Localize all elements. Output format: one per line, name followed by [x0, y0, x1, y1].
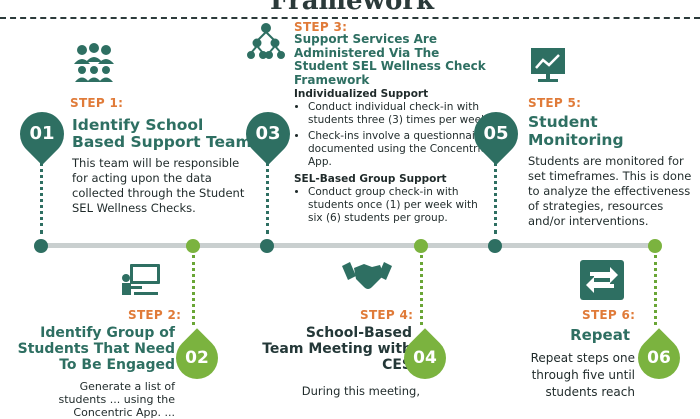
step6-connector — [654, 255, 657, 325]
step1-title: Identify School Based Support Team — [72, 116, 252, 151]
step3-subheading-individual: Individualized Support — [294, 88, 429, 100]
step4-label: STEP 4: — [360, 308, 414, 322]
step5-title: Student Monitoring — [528, 113, 624, 149]
step3-node — [260, 239, 274, 253]
step4-node — [414, 239, 428, 253]
step1-node — [34, 239, 48, 253]
step4-title: School-Based Team Meeting with CES — [262, 325, 412, 373]
step5-label: STEP 5: — [528, 96, 582, 110]
step3-subheading-group: SEL-Based Group Support — [294, 173, 447, 185]
handshake-icon — [342, 258, 392, 298]
header-divider — [0, 17, 700, 19]
step6-body: Repeat steps one through five until stud… — [530, 351, 635, 399]
presentation-icon — [120, 262, 162, 304]
step4-connector — [420, 255, 423, 325]
step3-label: STEP 3: — [294, 20, 348, 34]
step5-body: Students are monitored for set timeframe… — [528, 154, 692, 228]
step6-drop: 06 — [629, 328, 689, 388]
step5-number: 05 — [483, 123, 509, 144]
hierarchy-icon — [246, 22, 286, 64]
step3-number: 03 — [255, 123, 281, 144]
step4-body: During this meeting, — [301, 384, 420, 398]
step2-connector — [192, 255, 195, 325]
step6-label: STEP 6: — [582, 308, 636, 322]
team-icon — [70, 42, 118, 86]
step5-connector — [494, 162, 497, 234]
step6-title: Repeat — [570, 326, 630, 344]
step6-node — [648, 239, 662, 253]
step5-pin: 05 — [464, 102, 528, 166]
step1-label: STEP 1: — [70, 96, 124, 110]
step3-list-group: Conduct group check-in with students onc… — [294, 186, 494, 225]
step3-pin: 03 — [236, 102, 300, 166]
repeat-icon — [580, 260, 624, 304]
list-item: Conduct individual check-in with student… — [308, 101, 494, 127]
step4-number: 04 — [413, 348, 437, 368]
step1-pin: 01 — [10, 102, 74, 166]
step2-node — [186, 239, 200, 253]
timeline-bar — [40, 243, 660, 248]
list-item: Check-ins involve a questionnaire docume… — [308, 130, 494, 169]
page-title: Framework — [270, 0, 435, 16]
step6-number: 06 — [647, 348, 671, 368]
step3-title: Support Services Are Administered Via Th… — [294, 32, 486, 87]
step2-drop: 02 — [167, 328, 227, 388]
step4-drop: 04 — [395, 328, 455, 388]
step2-number: 02 — [185, 348, 209, 368]
step3-connector — [266, 162, 269, 234]
step3-list-individual: Conduct individual check-in with student… — [294, 101, 494, 169]
chart-board-icon — [528, 46, 568, 90]
step3-details: Individualized Support Conduct individua… — [294, 88, 494, 228]
step1-connector — [40, 162, 43, 234]
step2-title: Identify Group of Students That Need To … — [17, 325, 175, 373]
step5-node — [488, 239, 502, 253]
step2-label: STEP 2: — [128, 308, 182, 322]
step1-body: This team will be responsible for acting… — [72, 156, 245, 215]
step1-number: 01 — [29, 123, 55, 144]
list-item: Conduct group check-in with students onc… — [308, 186, 494, 225]
